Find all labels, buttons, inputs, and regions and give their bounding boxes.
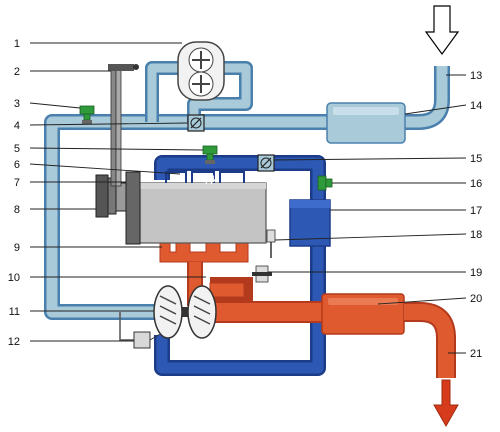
label-18: 18 (470, 229, 482, 241)
throttle-linkage (108, 64, 139, 187)
temperature-sensor (252, 265, 272, 283)
timing-pulley (95, 174, 109, 218)
label-15: 15 (470, 153, 482, 165)
label-2: 2 (14, 66, 20, 78)
turbo-shaft (182, 307, 192, 317)
labels-right: 13 14 15 16 17 18 19 20 21 (470, 70, 482, 360)
turbine-wheel (187, 285, 217, 339)
label-20: 20 (470, 293, 482, 305)
throttle-valves (187, 114, 275, 172)
label-12: 12 (8, 336, 20, 348)
engine-cover-text: ИДИ ЕЗ (199, 174, 233, 184)
label-19: 19 (470, 267, 482, 279)
label-17: 17 (470, 205, 482, 217)
label-10: 10 (8, 272, 20, 284)
exhaust-outlet-arrow (433, 379, 459, 428)
label-9: 9 (14, 242, 20, 254)
labels-left: 1 2 3 4 5 6 7 8 9 10 11 12 (8, 38, 20, 348)
relief-valve (317, 175, 333, 191)
engine-block (139, 182, 267, 244)
label-21: 21 (470, 348, 482, 360)
cold-air-circuit (44, 5, 460, 320)
compressor-wheel (153, 285, 183, 339)
label-1: 1 (14, 38, 20, 50)
label-8: 8 (14, 204, 20, 216)
blower-unit (177, 41, 225, 101)
control-valves (79, 105, 333, 191)
label-4: 4 (14, 120, 20, 132)
sensors (252, 229, 276, 283)
label-6: 6 (14, 159, 20, 171)
label-7: 7 (14, 177, 20, 189)
label-5: 5 (14, 143, 20, 155)
label-3: 3 (14, 98, 20, 110)
intake-manifold-runners (165, 171, 245, 183)
turbocharger (153, 285, 217, 339)
label-16: 16 (470, 178, 482, 190)
wastegate-actuator (119, 312, 161, 349)
label-11: 11 (9, 306, 20, 318)
exhaust-circuit (159, 239, 459, 428)
engine: ИДИ ЕЗ (95, 171, 267, 245)
label-13: 13 (470, 70, 482, 82)
air-intake-arrow (424, 5, 460, 56)
lambda-sensor (266, 229, 276, 258)
bypass-valve (79, 105, 95, 124)
label-14: 14 (470, 100, 482, 112)
leader-lines (29, 42, 467, 354)
